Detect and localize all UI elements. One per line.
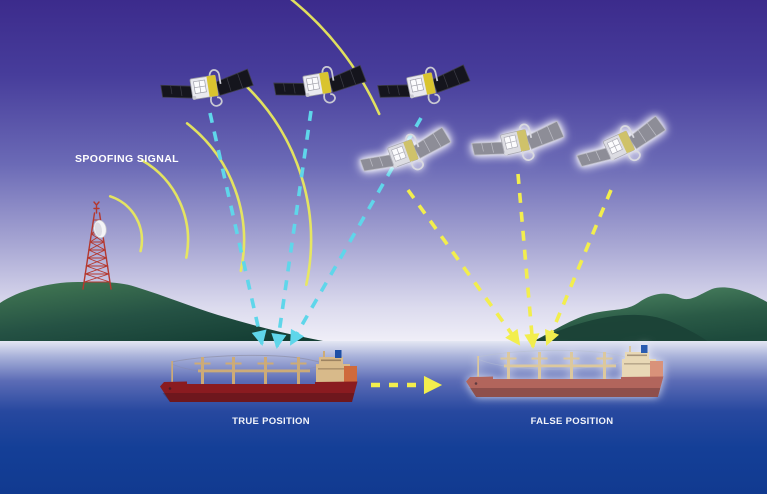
true-position-label: TRUE POSITION — [232, 416, 310, 427]
right-front-ridge — [530, 314, 710, 343]
gps-signal-2 — [271, 110, 313, 350]
spoofed-signal-2 — [516, 173, 540, 350]
spoofing-signal-label: SPOOFING SIGNAL — [75, 153, 179, 165]
tower-dish-icon — [93, 219, 107, 239]
spoofing-tower-icon — [82, 201, 112, 290]
false-position-label: FALSE POSITION — [531, 416, 614, 427]
left-hill — [0, 281, 338, 344]
spoofed-signal-lines — [406, 173, 613, 350]
spoofed-signal-3 — [545, 189, 613, 346]
gps-signal-1 — [208, 112, 267, 347]
spoofed-signal-1 — [406, 188, 521, 346]
